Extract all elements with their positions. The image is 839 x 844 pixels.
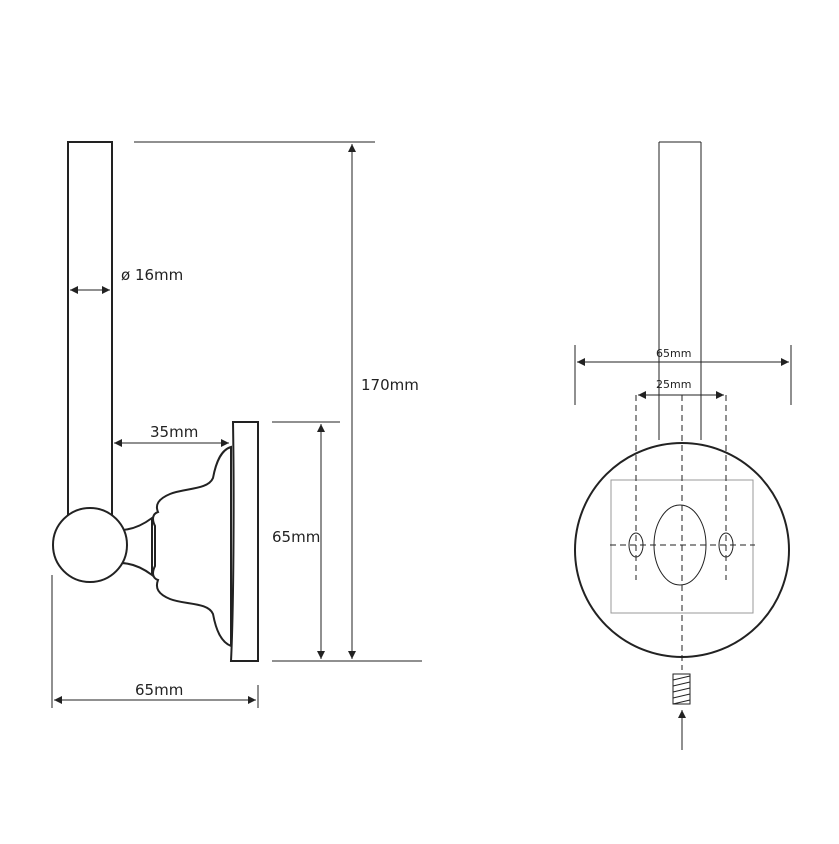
side-view: ø 16mm 35mm 170mm 65mm 65mm [51,141,422,708]
height-label: 170mm [361,376,419,394]
diameter-label: ø 16mm [121,266,183,284]
holder-ball [52,507,128,583]
screw-thread [672,675,691,705]
front-view: 65mm 25mm [574,141,792,750]
plate-height-label: 65mm [272,528,320,546]
holder-rod [67,141,113,521]
holder-neck [119,516,153,577]
hole-spacing-label: 25mm [656,378,691,391]
depth-label: 65mm [135,681,183,699]
projection-label: 35mm [150,423,198,441]
screw [672,673,691,705]
plate-diameter-label: 65mm [656,347,691,360]
wall-plate [229,421,259,662]
wall-rosette [152,445,232,648]
